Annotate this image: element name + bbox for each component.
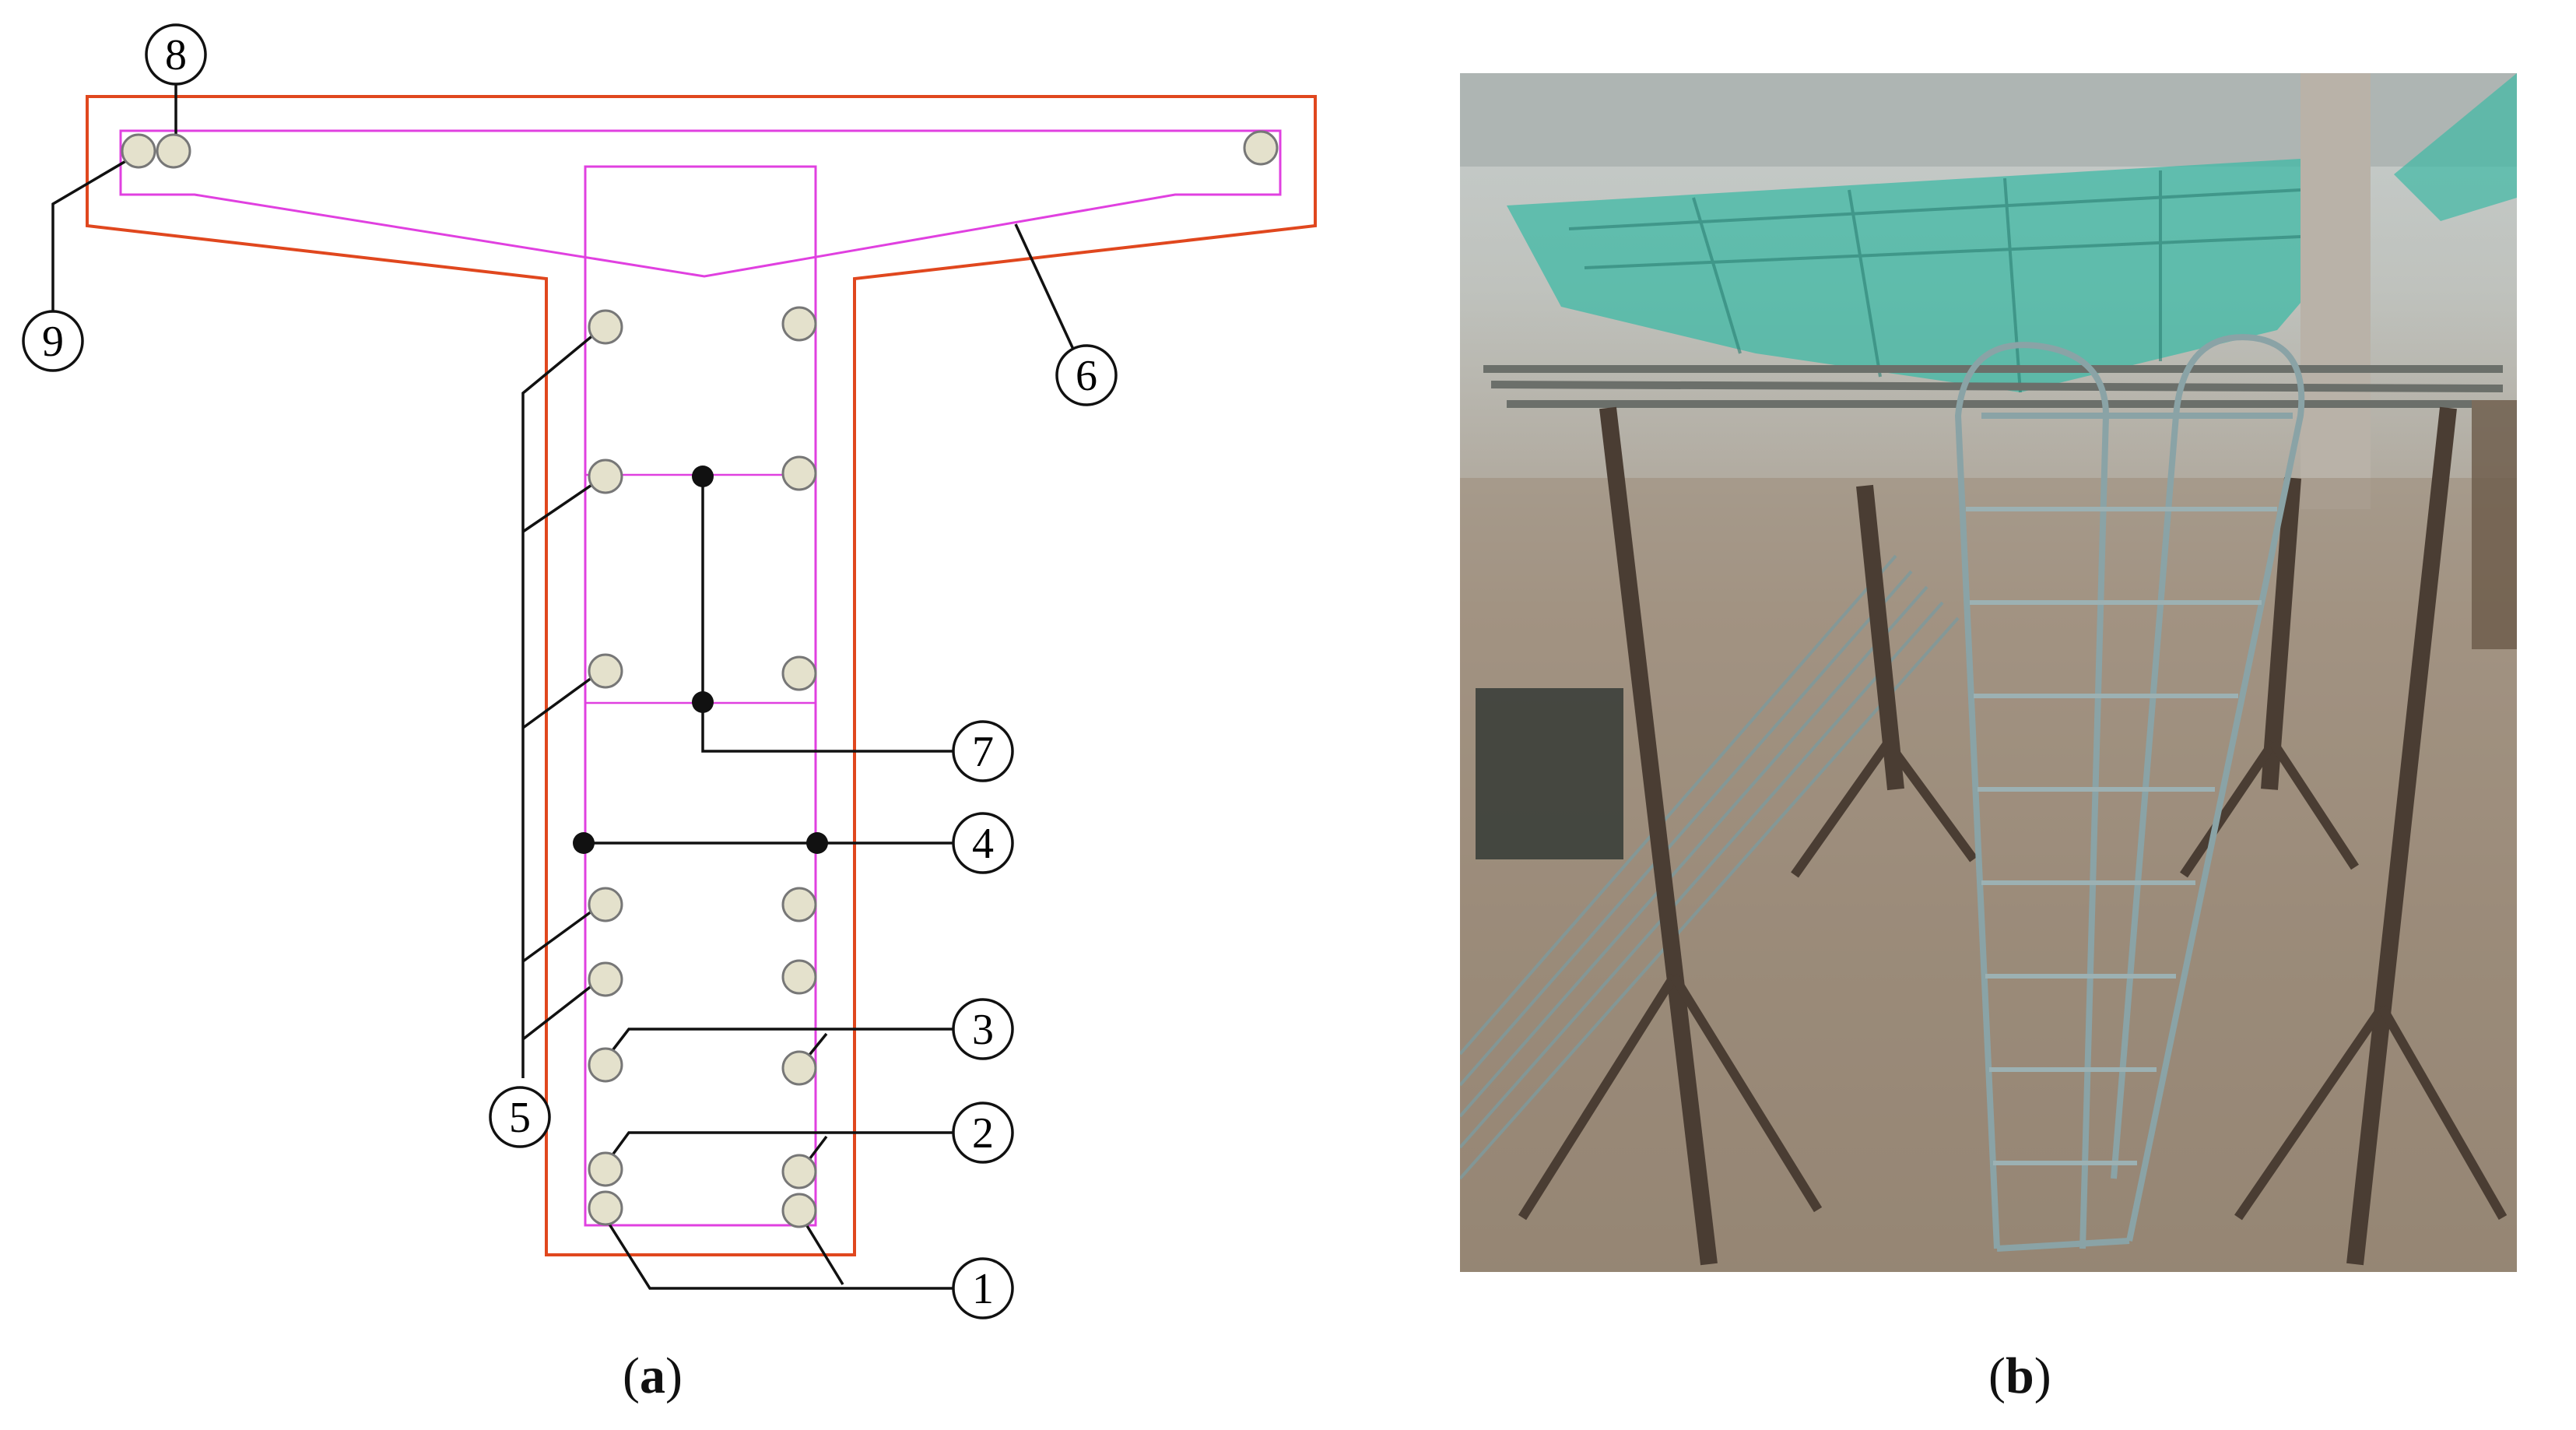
rebar	[588, 309, 623, 345]
svg-text:2: 2	[972, 1109, 994, 1158]
longitudinal-rebars	[121, 130, 1279, 1228]
rebar	[588, 887, 623, 922]
web-stirrup	[584, 165, 817, 1227]
rebar	[121, 133, 156, 169]
callout-2: 2	[952, 1101, 1014, 1164]
callout-7: 7	[952, 720, 1014, 782]
rebar	[588, 1151, 623, 1187]
callout-1: 1	[952, 1257, 1014, 1319]
rebar	[781, 1050, 817, 1086]
photo-illustration	[1460, 73, 2517, 1272]
rebar	[781, 1154, 817, 1189]
rebar	[781, 1193, 817, 1228]
tie-connectors	[573, 466, 828, 854]
caption-a-label: a	[639, 1347, 665, 1404]
callout-6: 6	[1055, 344, 1118, 406]
caption-a: (a)	[623, 1347, 683, 1404]
rebar	[588, 1190, 623, 1226]
svg-text:6: 6	[1076, 352, 1097, 400]
rebar	[588, 653, 623, 689]
leader-lines	[51, 84, 1077, 1290]
caption-b: (b)	[1988, 1347, 2051, 1404]
reinforcement-cage-photo	[1460, 73, 2517, 1272]
rebar	[781, 455, 817, 491]
rebar	[588, 459, 623, 494]
callouts: 1 2 3 4 5 6 7 8	[22, 23, 1118, 1319]
svg-text:4: 4	[972, 820, 994, 868]
svg-text:8: 8	[165, 31, 187, 79]
callout-9: 9	[22, 310, 84, 372]
svg-text:5: 5	[509, 1094, 531, 1142]
concrete-section-outline	[86, 95, 1317, 1256]
rebar	[781, 959, 817, 995]
rebar	[781, 306, 817, 342]
rebar	[588, 1047, 623, 1083]
rebar	[781, 655, 817, 691]
caption-b-label: b	[2005, 1347, 2034, 1404]
t-beam-cross-section-diagram: 1 2 3 4 5 6 7 8	[22, 23, 1317, 1319]
svg-text:7: 7	[972, 728, 994, 776]
svg-text:1: 1	[972, 1265, 994, 1313]
flange-stirrup	[119, 129, 1282, 278]
callout-4: 4	[952, 812, 1014, 874]
rebar	[1243, 130, 1279, 166]
svg-text:3: 3	[972, 1006, 994, 1054]
rebar	[588, 961, 623, 997]
callout-8: 8	[145, 23, 207, 86]
svg-text:9: 9	[42, 318, 64, 366]
rebar	[156, 133, 191, 169]
rebar	[781, 887, 817, 922]
callout-5: 5	[489, 1086, 551, 1148]
callout-3: 3	[952, 998, 1014, 1060]
